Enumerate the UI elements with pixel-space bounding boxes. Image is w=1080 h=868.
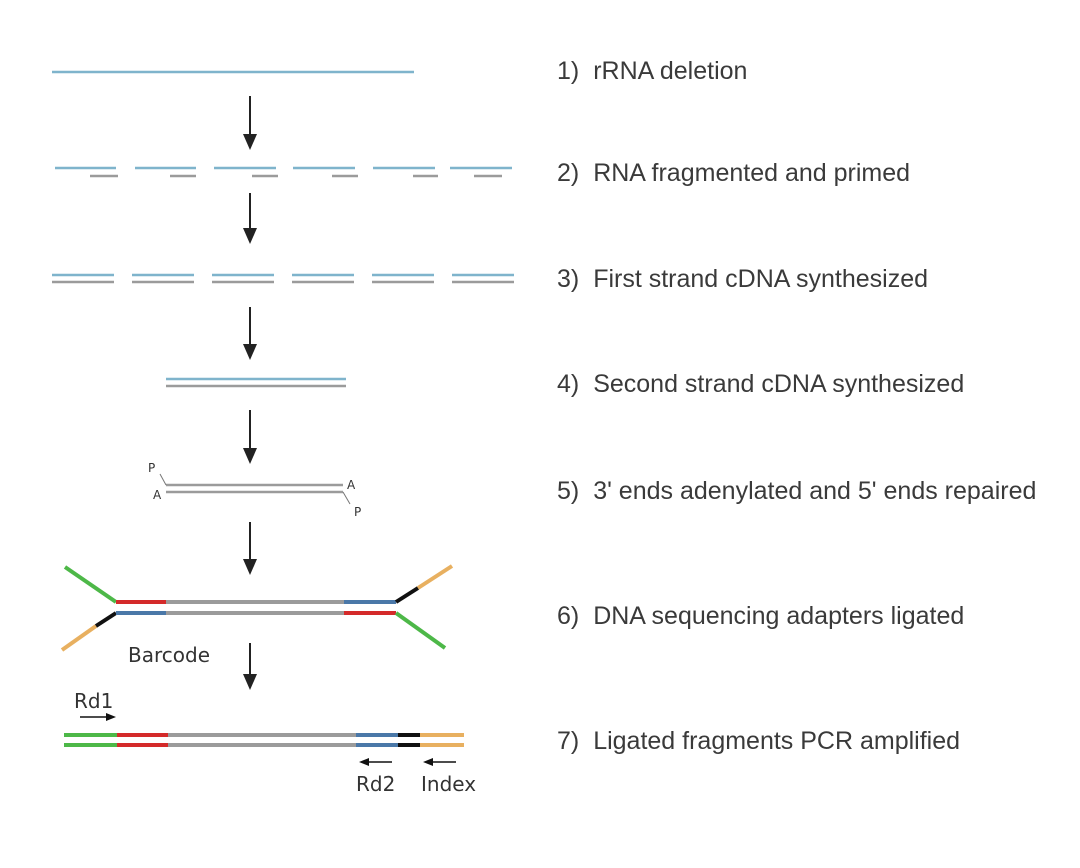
step-6-text: DNA sequencing adapters ligated	[593, 602, 964, 630]
rna-fragment	[450, 166, 512, 178]
rna-fragment	[293, 166, 358, 178]
step-4-number: 4)	[557, 370, 579, 398]
step-6-number: 6)	[557, 602, 579, 630]
arrow-down-icon	[243, 96, 257, 150]
step-3-number: 3)	[557, 265, 579, 293]
arrow-left-icon	[359, 758, 392, 766]
barcode-label: Barcode	[128, 643, 210, 667]
step-1-number: 1)	[557, 57, 579, 85]
step-2-illustration	[55, 166, 512, 178]
step-7-text: Ligated fragments PCR amplified	[593, 727, 960, 755]
phosphate-tick-right	[342, 491, 351, 505]
phosphate-label-left: P	[148, 461, 155, 475]
step-4-illustration	[166, 377, 346, 388]
step-6-label: 6) DNA sequencing adapters ligated	[557, 602, 964, 630]
step-labels: 1) rRNA deletion 2) RNA fragmented and p…	[557, 57, 1036, 755]
orange-adapter-left	[60, 624, 98, 652]
rna-cdna-hybrid	[372, 273, 434, 284]
black-segment-left	[94, 611, 118, 628]
rna-fragment	[135, 166, 196, 178]
phosphate-tick-left	[159, 473, 167, 486]
step-4-label: 4) Second strand cDNA synthesized	[557, 370, 964, 398]
rd2-label: Rd2	[356, 772, 395, 796]
step-3-illustration	[52, 273, 514, 284]
rna-cdna-hybrid	[452, 273, 514, 284]
rd1-label: Rd1	[74, 689, 113, 713]
arrow-down-icon	[243, 522, 257, 575]
arrow-down-icon	[243, 307, 257, 360]
orange-adapter-right	[416, 564, 454, 590]
step-2-label: 2) RNA fragmented and primed	[557, 159, 910, 187]
arrow-right-icon	[80, 713, 116, 721]
adenine-label-left: A	[153, 488, 162, 502]
rna-fragment	[55, 166, 118, 178]
rna-cdna-hybrid	[292, 273, 354, 284]
adenine-label-right: A	[347, 478, 356, 492]
phosphate-label-right: P	[354, 505, 361, 519]
index-label: Index	[421, 772, 476, 796]
step-5-number: 5)	[557, 477, 579, 505]
step-4-text: Second strand cDNA synthesized	[593, 370, 964, 398]
arrow-left-icon	[423, 758, 456, 766]
step-2-text: RNA fragmented and primed	[593, 159, 910, 187]
green-adapter-right	[394, 611, 447, 650]
black-segment-right	[394, 586, 420, 604]
step-2-number: 2)	[557, 159, 579, 187]
arrow-down-icon	[243, 410, 257, 464]
step-1-text: rRNA deletion	[593, 57, 747, 85]
arrow-down-icon	[243, 643, 257, 690]
step-7-number: 7)	[557, 727, 579, 755]
arrow-down-icon	[243, 193, 257, 244]
step-5-illustration: P A A P	[148, 461, 361, 519]
rna-cdna-hybrid	[52, 273, 114, 284]
step-3-text: First strand cDNA synthesized	[593, 265, 928, 293]
step-7-illustration: Rd1 Rd2 Index	[64, 689, 476, 796]
step-6-illustration: Barcode	[60, 564, 454, 667]
green-adapter-left	[63, 565, 118, 604]
rna-cdna-hybrid	[212, 273, 274, 284]
rna-cdna-hybrid	[132, 273, 194, 284]
rna-fragment	[373, 166, 438, 178]
step-5-label: 5) 3' ends adenylated and 5' ends repair…	[557, 477, 1036, 505]
step-1-label: 1) rRNA deletion	[557, 57, 747, 85]
workflow-arrows	[243, 96, 257, 690]
rna-fragment	[214, 166, 278, 178]
step-5-text: 3' ends adenylated and 5' ends repaired	[593, 477, 1036, 505]
step-3-label: 3) First strand cDNA synthesized	[557, 265, 928, 293]
step-7-label: 7) Ligated fragments PCR amplified	[557, 727, 960, 755]
